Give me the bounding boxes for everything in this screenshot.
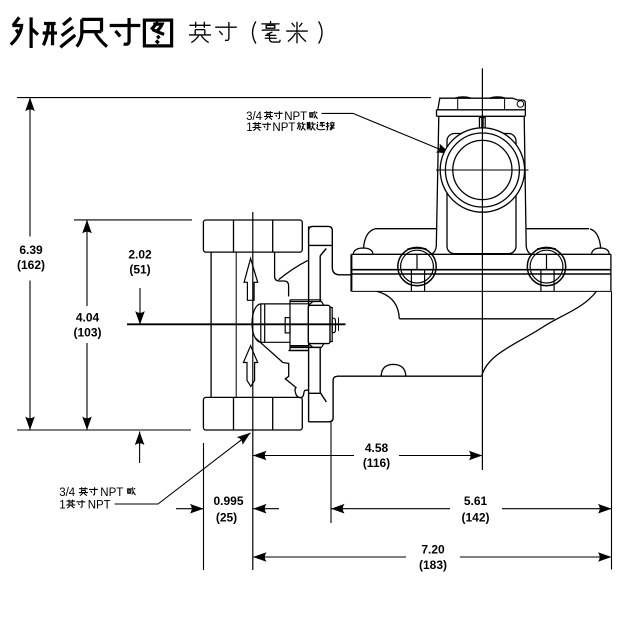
svg-text:NPT: NPT — [100, 487, 123, 499]
svg-text:(142): (142) — [461, 511, 489, 525]
svg-text:3/4: 3/4 — [246, 111, 263, 123]
svg-text:NPT: NPT — [284, 111, 307, 123]
svg-text:7.20: 7.20 — [421, 543, 445, 557]
svg-text:(183): (183) — [419, 558, 447, 572]
svg-text:0.995: 0.995 — [213, 494, 243, 508]
svg-text:(162): (162) — [17, 258, 45, 272]
svg-text:3/4: 3/4 — [59, 487, 76, 499]
svg-text:2.02: 2.02 — [128, 248, 152, 262]
svg-text:(116): (116) — [363, 456, 390, 470]
svg-text:5.61: 5.61 — [464, 494, 488, 508]
svg-text:NPT: NPT — [88, 499, 111, 511]
svg-text:NPT: NPT — [272, 122, 295, 134]
svg-text:6.39: 6.39 — [19, 243, 43, 257]
svg-text:(51): (51) — [129, 263, 150, 277]
svg-text:1: 1 — [59, 499, 65, 511]
svg-text:1: 1 — [246, 122, 252, 134]
svg-text:(103): (103) — [73, 326, 101, 340]
svg-text:(25): (25) — [216, 511, 237, 525]
svg-text:4.58: 4.58 — [365, 441, 389, 455]
svg-text:4.04: 4.04 — [76, 311, 100, 325]
